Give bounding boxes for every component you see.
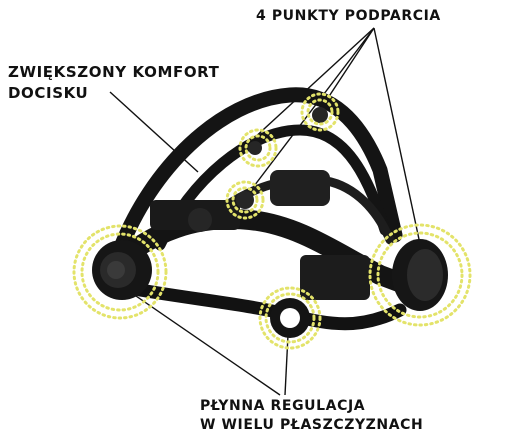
highlight-rings <box>72 92 472 350</box>
comfort-label: ZWIĘKSZONY KOMFORT DOCISKU <box>8 62 219 104</box>
adjustment-label: PŁYNNA REGULACJA W WIELU PŁASZCZYZNACH <box>200 397 423 435</box>
comfort-label-line2: DOCISKU <box>8 84 89 102</box>
comfort-label-line1: ZWIĘKSZONY KOMFORT <box>8 63 220 81</box>
support-points-text: 4 PUNKTY PODPARCIA <box>256 8 441 24</box>
support-points-label: 4 PUNKTY PODPARCIA <box>256 6 441 26</box>
adjustment-label-line2: W WIELU PŁASZCZYZNACH <box>200 417 424 433</box>
adjustment-label-line1: PŁYNNA REGULACJA <box>200 398 366 414</box>
leader-lines <box>109 27 421 396</box>
headgear-harness <box>92 87 448 338</box>
